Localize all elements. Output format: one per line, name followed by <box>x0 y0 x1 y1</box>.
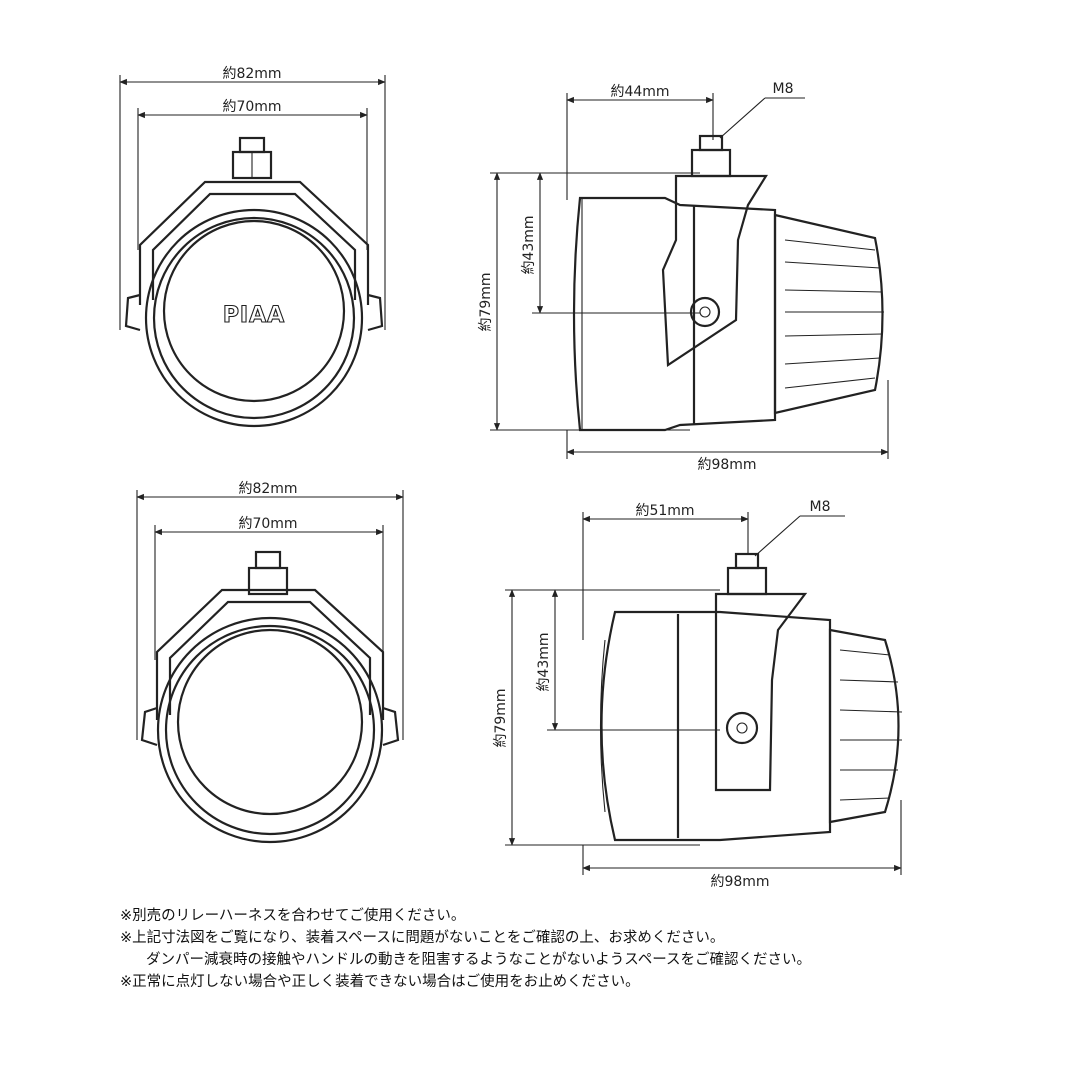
side-top-height-total: 約79mm <box>478 272 494 331</box>
note-2: ※上記寸法図をご覧になり、装着スペースに問題がないことをご確認の上、お求めくださ… <box>120 930 725 946</box>
side-bottom-length-total: 約98mm <box>710 874 769 890</box>
side-bottom-height-total: 約79mm <box>493 688 509 747</box>
side-top-bolt-label: M8 <box>773 81 794 97</box>
front-view-top: 約82mm 約70mm PIAA <box>119 66 386 428</box>
front-bottom-width-lens: 約70mm <box>238 516 297 532</box>
piaa-logo: PIAA <box>223 303 285 328</box>
side-bottom-depth-to-bolt: 約51mm <box>635 503 694 519</box>
side-bottom-height-center: 約43mm <box>536 632 552 691</box>
side-top-depth-to-bolt: 約44mm <box>610 84 669 100</box>
side-bottom-bolt-label: M8 <box>810 499 831 515</box>
front-top-width-lens: 約70mm <box>222 99 281 115</box>
side-top-length-total: 約98mm <box>697 457 756 473</box>
note-1: ※別売のリレーハーネスを合わせてご使用ください。 <box>120 908 466 924</box>
front-bottom-width-outer: 約82mm <box>238 481 297 497</box>
front-view-bottom: 約82mm 約70mm <box>136 481 404 844</box>
side-top-height-center: 約43mm <box>521 215 537 274</box>
front-top-width-outer: 約82mm <box>222 66 281 82</box>
note-2-continued: ダンパー減衰時の接触やハンドルの動きを阻害するようなことがないようスペースをご確… <box>146 952 811 968</box>
side-view-bottom: 約51mm M8 約79mm 約43mm 約98mm <box>493 499 903 890</box>
side-view-top: 約44mm M8 約79mm 約43mm 約98mm <box>478 81 889 473</box>
note-3: ※正常に点灯しない場合や正しく装着できない場合はご使用をお止めください。 <box>120 974 640 990</box>
notes-block: ※別売のリレーハーネスを合わせてご使用ください。 ※上記寸法図をご覧になり、装着… <box>120 905 1020 993</box>
